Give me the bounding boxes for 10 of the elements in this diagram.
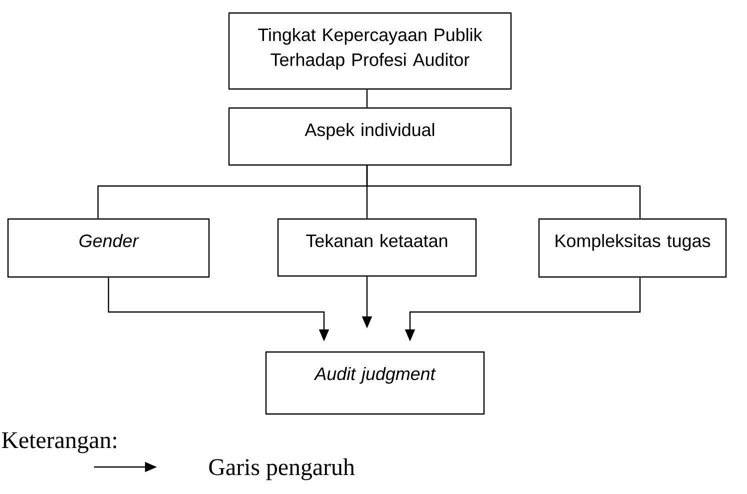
text-box: Tekanan ketaatan: [277, 218, 477, 277]
text-box: Audit judgment: [265, 351, 485, 415]
connector-line: [366, 90, 368, 108]
text-box: Aspek individual: [228, 107, 512, 166]
legend-title: Keterangan:: [2, 432, 116, 454]
text-box: Kompleksitas tugas: [538, 218, 727, 278]
text-box: Gender: [7, 218, 210, 278]
text-box: Tingkat Kepercayaan Publik Terhadap Profesi Auditor: [228, 12, 512, 90]
connector-line: [366, 166, 641, 218]
legend-text: Garis pengaruh: [209, 458, 355, 480]
